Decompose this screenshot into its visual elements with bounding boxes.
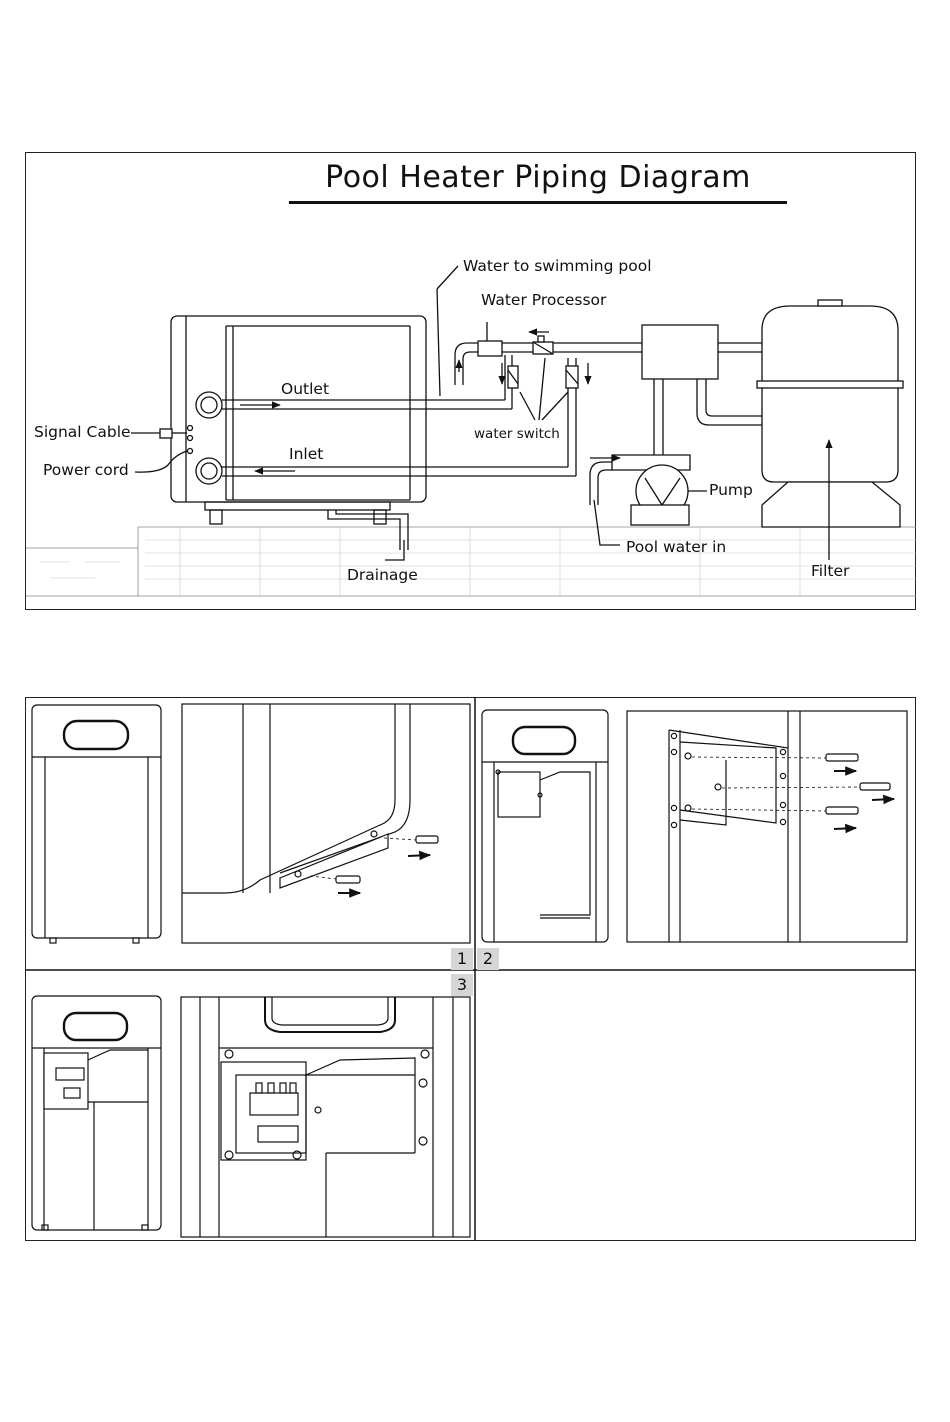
step3-unit [32,996,161,1230]
step2-detail [627,711,907,942]
step-number-3: 3 [451,974,473,996]
step3-detail [181,997,470,1237]
step1-unit [32,705,161,943]
step1-detail [182,704,470,943]
step-number-2: 2 [477,948,499,970]
step-number-1: 1 [451,948,473,970]
step2-unit [482,710,608,942]
